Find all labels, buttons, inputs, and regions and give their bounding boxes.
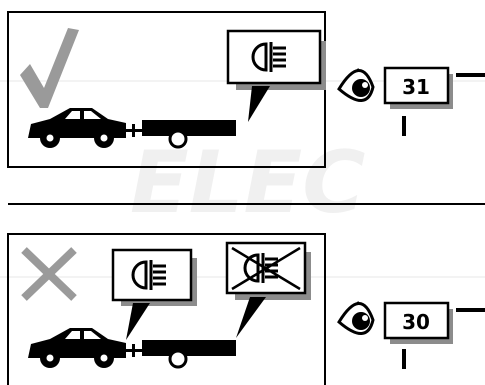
- lamp-callout: [228, 31, 326, 122]
- eye-icon: [339, 69, 373, 101]
- eye-icon: [339, 302, 373, 334]
- car-with-trailer-icon: [28, 328, 236, 368]
- cross-icon: [24, 250, 74, 298]
- page-number: 31: [402, 75, 430, 99]
- page-reference: 30: [339, 302, 485, 369]
- lamp-callout-off: [227, 243, 311, 338]
- watermark-text: ELEC: [130, 133, 365, 233]
- lamp-box: [228, 31, 320, 83]
- lamp-callout-on: [113, 250, 197, 340]
- page-number: 30: [402, 310, 430, 334]
- section-divider: [8, 203, 485, 205]
- page-reference: 31: [339, 68, 485, 136]
- panel-incorrect: [8, 234, 325, 385]
- checkmark-icon: [20, 28, 79, 108]
